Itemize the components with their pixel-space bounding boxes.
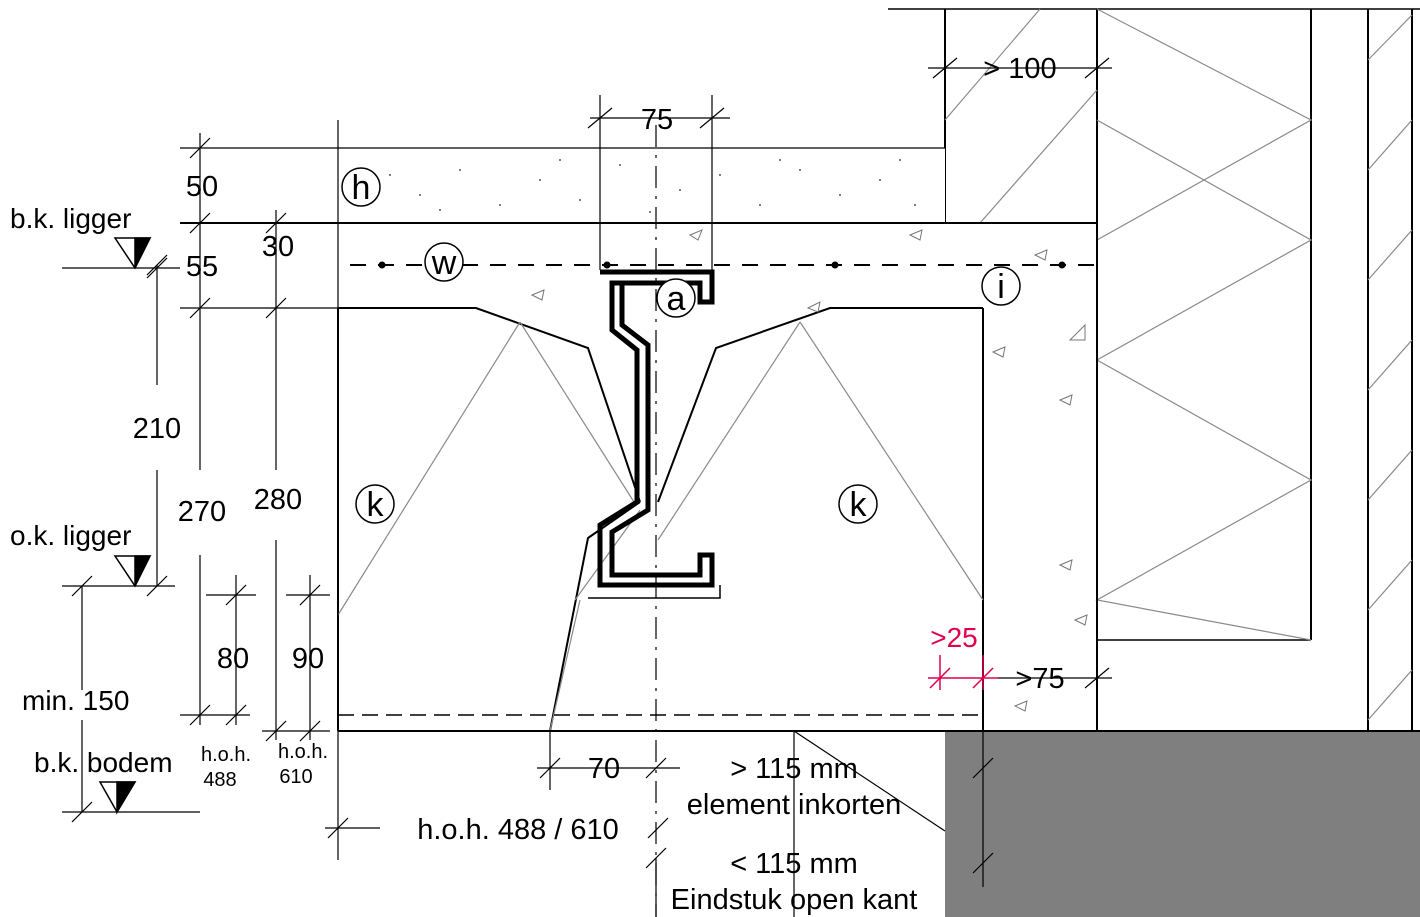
note-endpiece: Eindstuk open kant — [671, 884, 918, 916]
dim-80: 80 — [217, 643, 249, 675]
dim-75b: >75 — [1015, 663, 1064, 695]
dim-70: 70 — [588, 753, 620, 785]
marker-a-circle — [656, 278, 696, 318]
marker-w-circle — [424, 242, 464, 282]
ground-block — [945, 731, 1420, 917]
dim-25: >25 — [930, 622, 978, 653]
dim-hoh488-a: h.o.h. — [201, 744, 251, 766]
level-markers — [98, 237, 152, 815]
hollow-block-hatch — [337, 321, 984, 732]
label-bk-ligger: b.k. ligger — [10, 203, 131, 234]
dim-30: 30 — [262, 231, 294, 263]
label-ok-ligger: o.k. ligger — [10, 520, 131, 551]
note-lt115: < 115 mm — [730, 848, 858, 880]
dim-280: 280 — [254, 484, 302, 516]
dim-hoh610-b: 610 — [279, 766, 312, 788]
label-min-150: min. 150 — [22, 685, 129, 716]
dim-75: 75 — [641, 104, 673, 136]
marker-k1: k — [367, 486, 385, 524]
marker-i-circle — [981, 266, 1021, 306]
insulation-hatch — [1095, 119, 1313, 641]
screed-layer — [180, 147, 1097, 224]
marker-k1-circle — [355, 484, 395, 524]
marker-h-circle — [341, 167, 381, 207]
dim-hoh610-a: h.o.h. — [278, 741, 328, 763]
dim-55: 55 — [186, 251, 218, 283]
reinforcement-bars — [378, 261, 1066, 269]
marker-k2: k — [850, 486, 868, 524]
dim-210: 210 — [133, 413, 181, 445]
red-dimension — [928, 655, 998, 690]
dim-90: 90 — [292, 643, 324, 675]
insulation-hatch-top — [1096, 8, 1313, 241]
dim-50: 50 — [186, 171, 218, 203]
concrete-beam-outline — [180, 223, 1098, 732]
marker-i: i — [997, 268, 1005, 306]
screed-dots — [359, 159, 916, 213]
dimension-lines — [62, 57, 1112, 917]
marker-circles — [341, 167, 1021, 524]
marker-w: w — [431, 244, 457, 282]
label-bk-bodem: b.k. bodem — [34, 747, 173, 778]
dim-hoh-main: h.o.h. 488 / 610 — [417, 814, 619, 846]
profile-base — [588, 585, 721, 599]
dim-hoh488-b: 488 — [203, 769, 236, 791]
dim-100: > 100 — [983, 53, 1056, 85]
marker-k2-circle — [838, 484, 878, 524]
wall-hatch — [944, 8, 1413, 721]
concrete-aggregate — [530, 229, 1088, 712]
note-gt115: > 115 mm — [730, 753, 858, 785]
note-shorten: element inkorten — [687, 789, 901, 821]
dim-270: 270 — [178, 496, 226, 528]
steel-profile — [597, 269, 715, 588]
marker-h: h — [352, 169, 371, 207]
marker-a: a — [667, 280, 686, 318]
